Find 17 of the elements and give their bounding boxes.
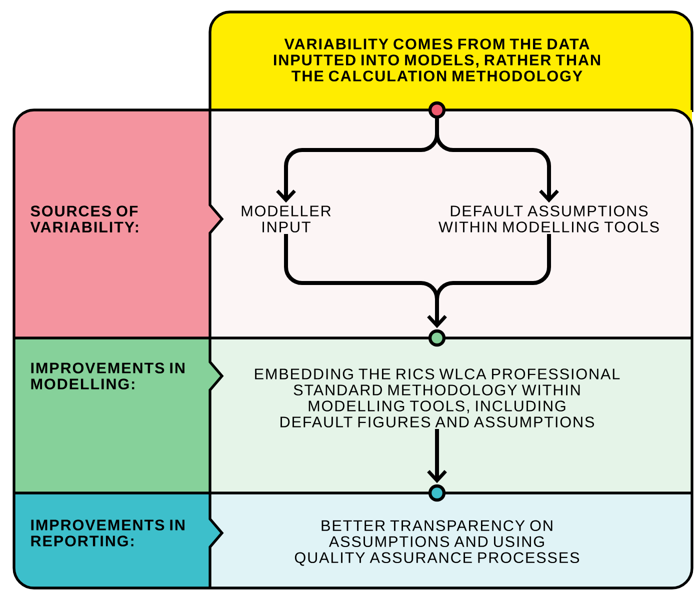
connector-dot bbox=[428, 484, 446, 502]
arrow bbox=[435, 118, 559, 203]
connector-dot bbox=[428, 101, 446, 119]
content-panel bbox=[210, 110, 692, 338]
content-panel bbox=[210, 493, 692, 588]
content-panel bbox=[210, 338, 692, 493]
step-text: DEFAULT ASSUMPTIONS WITHIN MODELLING TOOLS bbox=[438, 206, 659, 232]
category-panel: SOURCES OF VARIABILITY: bbox=[14, 110, 224, 338]
arrow bbox=[427, 296, 447, 328]
category-panel: IMPROVEMENTS IN MODELLING: bbox=[14, 338, 224, 493]
step-text: BETTER TRANSPARENCY ON ASSUMPTIONS AND USING QUALITY ASSURANCE PROCESSES bbox=[294, 520, 580, 566]
connector-dot bbox=[428, 329, 446, 347]
step-text: MODELLER INPUT bbox=[242, 206, 331, 232]
heading-box: VARIABILITY COMES FROM THE DATA INPUTTED INTO MODELS, RATHER THAN THE CALCULATION METHODOLOGY bbox=[208, 10, 694, 125]
arrow bbox=[427, 429, 447, 484]
step-text: EMBEDDING THE RICS WLCA PROFESSIONAL STANDARD METHODOLOGY WITHIN MODELLING TOOLS, INCLUDING DEFAULT FIGURES AND ASSUMPTIONS bbox=[255, 368, 620, 428]
category-panel: IMPROVEMENTS IN REPORTING: bbox=[14, 493, 224, 588]
